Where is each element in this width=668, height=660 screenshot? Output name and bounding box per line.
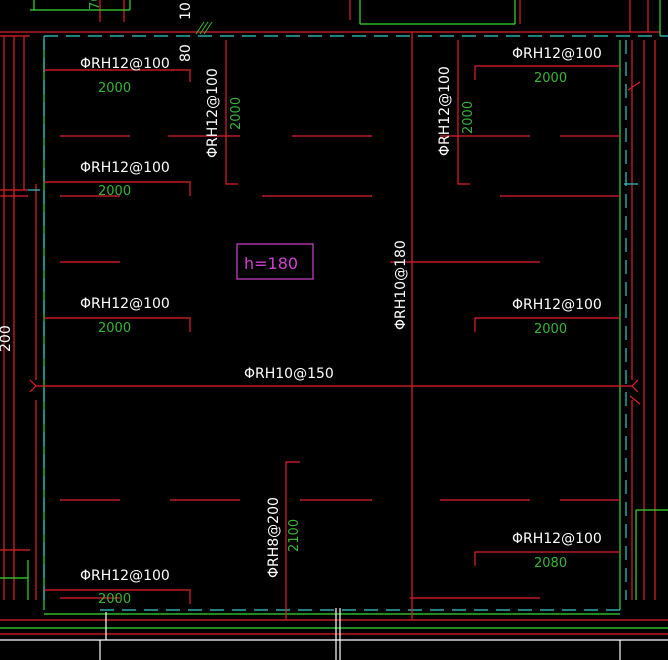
fragment-label-top-3: 80	[178, 44, 194, 62]
rebar-label-vertical-left: ΦRH12@100	[205, 68, 221, 158]
fragment-label-top-1: 70	[88, 0, 103, 10]
rebar-length-vertical-right: 2000	[461, 101, 476, 134]
rebar-length-upper-left: 2000	[98, 184, 131, 199]
fragment-label-top-2: 10	[178, 2, 194, 20]
rebar-length-top-left: 2000	[98, 81, 131, 96]
rebar-label-horizontal-center: ΦRH10@150	[244, 366, 334, 382]
rebars	[29, 32, 641, 620]
rebar-label-bottom-left: ΦRH12@100	[80, 568, 170, 584]
rebar-label-top-left: ΦRH12@100	[80, 56, 170, 72]
rebar-label-upper-left: ΦRH12@100	[80, 160, 170, 176]
rebar-label-bottom-right: ΦRH12@100	[512, 531, 602, 547]
rebar-label-top-right: ΦRH12@100	[512, 46, 602, 62]
rebar-length-vertical-left: 2000	[229, 97, 244, 130]
rebar-length-mid-right: 2000	[534, 322, 567, 337]
rebar-length-bottom-left: 2000	[98, 592, 131, 607]
rebar-label-vertical-bottom: ΦRH8@200	[266, 497, 282, 578]
white-lines	[0, 608, 668, 660]
thickness-tag-box	[236, 243, 314, 280]
slab-thickness-label: h=180	[244, 254, 298, 273]
rebar-label-mid-left: ΦRH12@100	[80, 296, 170, 312]
rebar-length-mid-left: 2000	[98, 321, 131, 336]
beam-outlines	[0, 0, 668, 635]
cyan-dashed-lines	[28, 35, 668, 611]
fragment-label-left-edge: 200	[0, 325, 14, 352]
rebar-label-vertical-right: ΦRH12@100	[437, 66, 453, 156]
rebar-length-vertical-bottom: 2100	[287, 519, 302, 552]
rebar-length-bottom-right: 2080	[534, 556, 567, 571]
hatch-marks	[195, 21, 213, 35]
rebar-length-top-right: 2000	[534, 71, 567, 86]
slab-edges	[0, 0, 668, 629]
rebar-label-mid-right: ΦRH12@100	[512, 297, 602, 313]
rebar-label-vertical-center: ΦRH10@180	[393, 240, 409, 330]
